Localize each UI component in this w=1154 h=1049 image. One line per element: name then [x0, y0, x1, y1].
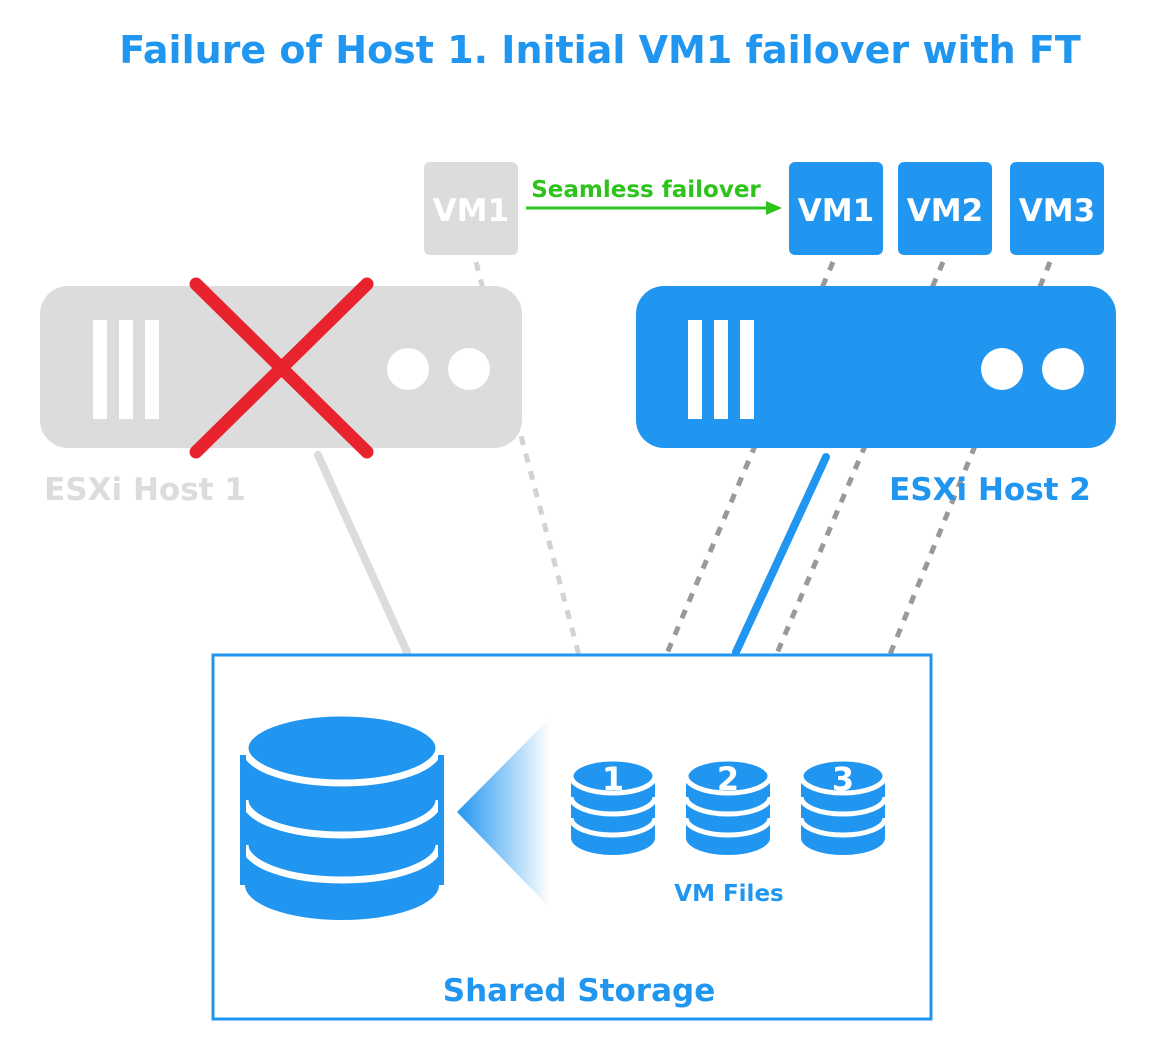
failover-arrow: Seamless failover — [526, 177, 782, 215]
database-icon — [240, 709, 444, 920]
failover-label: Seamless failover — [531, 177, 761, 203]
arrow-head-icon — [766, 201, 782, 215]
vm-label: VM1 — [433, 193, 509, 229]
vm-label: VM3 — [1019, 193, 1095, 229]
disk-number: 3 — [832, 760, 854, 798]
vm-box-failed-vm1: VM1 — [424, 162, 518, 255]
host1-storage-link — [314, 451, 411, 656]
vm-files-label: VM Files — [674, 881, 783, 907]
vm-box-host2-vm1: VM1 — [789, 162, 883, 255]
host2-storage-link — [732, 453, 830, 656]
vm-disk-3-icon: 3 — [798, 756, 888, 855]
vm-box-host2-vm3: VM3 — [1010, 162, 1104, 255]
vm-disk-1-icon: 1 — [568, 756, 658, 855]
host2-server-icon — [636, 286, 1116, 448]
vm-label: VM2 — [907, 193, 983, 229]
storage-beam — [457, 718, 550, 908]
vm-label: VM1 — [798, 193, 874, 229]
host1-label: ESXi Host 1 — [44, 472, 246, 508]
red-x-icon — [189, 277, 374, 459]
disk-number: 1 — [602, 760, 624, 798]
host2-label: ESXi Host 2 — [889, 472, 1091, 508]
shared-storage-label: Shared Storage — [443, 973, 715, 1009]
disk-number: 2 — [717, 760, 739, 798]
diagram-title: Failure of Host 1. Initial VM1 failover … — [119, 28, 1081, 72]
vm-box-host2-vm2: VM2 — [898, 162, 992, 255]
vm-disk-2-icon: 2 — [683, 756, 773, 855]
